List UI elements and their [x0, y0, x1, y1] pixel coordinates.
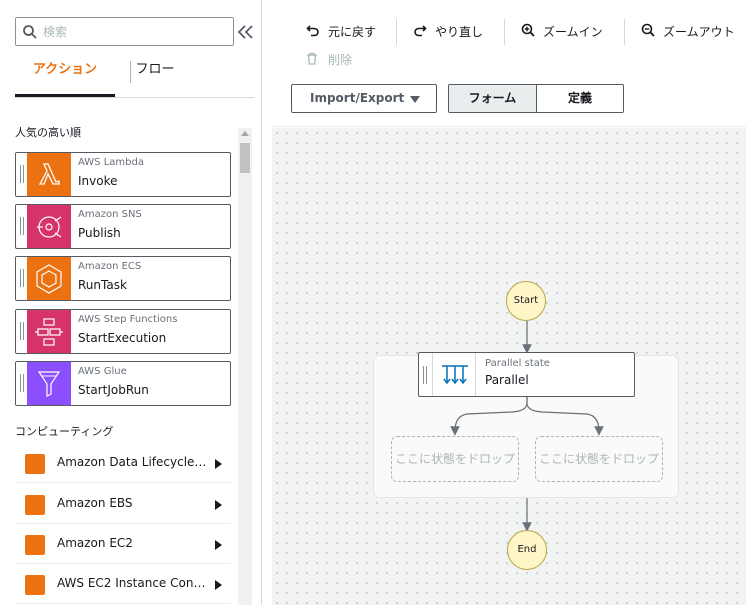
- collapse-panel-icon[interactable]: [236, 22, 256, 42]
- zoom-in-icon: [521, 23, 535, 37]
- parallel-icon: [432, 353, 476, 396]
- drop-zone-branch-1[interactable]: ここに状態をドロップ: [391, 436, 519, 482]
- workflow-canvas[interactable]: Start Parallel state Parallel ここに状態をドロップ…: [272, 128, 746, 605]
- drag-handle[interactable]: [20, 269, 24, 287]
- browser-tabs: アクション フロー: [15, 55, 254, 98]
- tab-flow[interactable]: フロー: [135, 62, 175, 77]
- definition-view-toggle[interactable]: 定義: [536, 84, 624, 113]
- scroll-thumb[interactable]: [240, 143, 250, 173]
- service-row-data-lifecycle-manager[interactable]: Amazon Data Lifecycle Manager: [15, 443, 231, 483]
- states-browser-panel: アクション フロー 人気の高い順 AWS Lambda Invoke: [0, 0, 262, 605]
- service-icon: [25, 454, 45, 474]
- edge-parallel-to-branch-left: [450, 397, 528, 436]
- state-type: Parallel state: [485, 358, 550, 369]
- action-name: StartExecution: [78, 331, 167, 345]
- service-icon: [25, 495, 45, 515]
- edge-parallel-to-branch-right: [526, 397, 604, 436]
- section-title-compute: コンピューティング: [15, 425, 114, 438]
- search-icon: [23, 25, 37, 39]
- list-scrollbar[interactable]: [238, 128, 252, 605]
- undo-label: 元に戻す: [328, 25, 377, 39]
- redo-label: やり直し: [435, 25, 484, 39]
- drag-handle[interactable]: [20, 165, 24, 183]
- service-label: AWS EC2 Instance Connect: [57, 576, 207, 590]
- delete-label: 削除: [328, 53, 353, 67]
- actions-list[interactable]: 人気の高い順 AWS Lambda Invoke Amazon SNS Publ…: [0, 120, 262, 605]
- drag-handle[interactable]: [20, 217, 24, 235]
- lambda-icon: [27, 153, 71, 196]
- zoom-out-icon: [641, 23, 655, 37]
- drag-handle[interactable]: [20, 322, 24, 340]
- glue-icon: [27, 362, 71, 405]
- expand-arrow-icon: [215, 459, 222, 469]
- zoom-in-label: ズームイン: [543, 25, 603, 39]
- action-card-sns-publish[interactable]: Amazon SNS Publish: [15, 204, 231, 249]
- service-icon: [25, 575, 45, 595]
- service-name: AWS Step Functions: [78, 314, 178, 325]
- expand-arrow-icon: [215, 540, 222, 550]
- service-icon: [25, 535, 45, 555]
- tab-actions[interactable]: アクション: [15, 55, 115, 97]
- import-export-label: Import/Export: [310, 91, 405, 105]
- expand-arrow-icon: [215, 500, 222, 510]
- drop-zone-branch-2[interactable]: ここに状態をドロップ: [535, 436, 663, 482]
- ecs-icon: [27, 257, 71, 300]
- editor-toolbar: 元に戻す やり直し ズームイン ズームアウト 削除 Import: [272, 0, 746, 127]
- import-export-dropdown[interactable]: Import/Export: [291, 84, 437, 113]
- toolbar-divider: [624, 19, 625, 45]
- service-row-ebs[interactable]: Amazon EBS: [15, 484, 231, 524]
- state-name: Parallel: [485, 373, 529, 387]
- trash-icon: [307, 52, 317, 65]
- action-card-glue-startjobrun[interactable]: AWS Glue StartJobRun: [15, 361, 231, 406]
- start-node[interactable]: Start: [506, 281, 546, 321]
- action-name: Invoke: [78, 174, 118, 188]
- action-name: StartJobRun: [78, 383, 149, 397]
- toolbar-divider: [396, 19, 397, 45]
- service-label: Amazon Data Lifecycle Manager: [57, 455, 207, 469]
- undo-icon: [306, 25, 319, 37]
- action-name: Publish: [78, 226, 121, 240]
- service-label: Amazon EC2: [57, 536, 133, 550]
- service-label: Amazon EBS: [57, 496, 133, 510]
- service-row-ec2[interactable]: Amazon EC2: [15, 524, 231, 564]
- workflow-edges: [450, 321, 604, 532]
- action-name: RunTask: [78, 278, 127, 292]
- drag-handle[interactable]: [423, 366, 427, 384]
- parallel-state-node[interactable]: Parallel state Parallel: [418, 352, 635, 397]
- tab-divider: [130, 61, 131, 83]
- redo-icon: [414, 25, 427, 37]
- caret-down-icon: [410, 96, 420, 103]
- action-card-ecs-runtask[interactable]: Amazon ECS RunTask: [15, 256, 231, 301]
- expand-arrow-icon: [215, 580, 222, 590]
- section-title-popular: 人気の高い順: [15, 126, 81, 139]
- service-name: AWS Glue: [78, 366, 127, 377]
- workflow-editor: 元に戻す やり直し ズームイン ズームアウト 削除 Import: [272, 0, 746, 605]
- form-view-toggle[interactable]: フォーム: [448, 84, 537, 113]
- zoom-out-label: ズームアウト: [663, 25, 735, 39]
- search-input[interactable]: [43, 21, 228, 42]
- step-functions-icon: [27, 310, 71, 353]
- end-node[interactable]: End: [507, 530, 547, 570]
- drag-handle[interactable]: [20, 374, 24, 392]
- service-name: AWS Lambda: [78, 157, 144, 168]
- search-box[interactable]: [15, 17, 234, 46]
- service-name: Amazon SNS: [78, 209, 142, 220]
- toolbar-divider: [504, 19, 505, 45]
- service-name: Amazon ECS: [78, 261, 142, 272]
- service-row-ec2-instance-connect[interactable]: AWS EC2 Instance Connect: [15, 564, 231, 604]
- action-card-lambda-invoke[interactable]: AWS Lambda Invoke: [15, 152, 231, 197]
- sns-icon: [27, 205, 71, 248]
- action-card-step-functions-startexecution[interactable]: AWS Step Functions StartExecution: [15, 309, 231, 354]
- scroll-up-icon[interactable]: [241, 131, 249, 136]
